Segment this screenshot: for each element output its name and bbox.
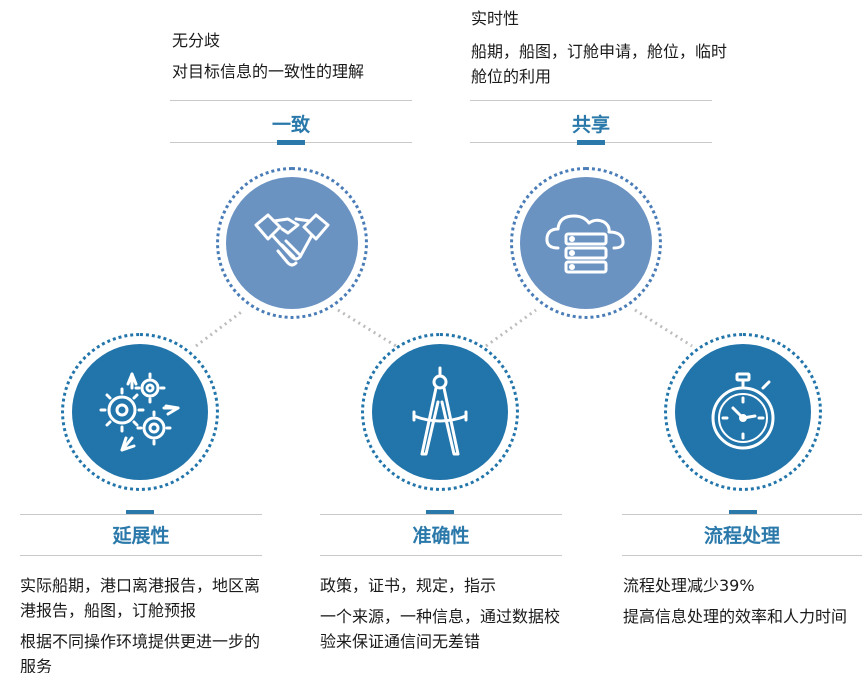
sharing-node-ring — [510, 167, 662, 319]
extensibility-node-ring — [61, 333, 219, 491]
accuracy-rule-bottom — [320, 555, 562, 556]
node-consistency-text: 无分歧 对目标信息的一致性的理解 — [172, 28, 432, 84]
accuracy-tick — [426, 510, 454, 515]
connector-accuracy-sharing — [485, 308, 537, 348]
process-rule-top — [622, 514, 862, 515]
accuracy-line-1: 政策，证书，规定，指示 — [320, 576, 497, 595]
sharing-title: 共享 — [571, 114, 610, 136]
consistency-line-1: 无分歧 — [172, 31, 221, 50]
extensibility-title: 延展性 — [112, 525, 170, 547]
accuracy-rule-top — [320, 514, 562, 515]
connector-consistency-accuracy — [337, 308, 397, 348]
consistency-tick — [277, 140, 305, 145]
consistency-rule-top — [170, 100, 412, 101]
connector-extensibility-consistency — [195, 308, 245, 348]
process-title: 流程处理 — [703, 525, 780, 547]
extensibility-rule-bottom — [20, 555, 262, 556]
sharing-line-2: 船期，船图，订舱申请，舱位，临时舱位的利用 — [471, 42, 728, 86]
extensibility-node — [72, 344, 208, 480]
accuracy-node-ring — [361, 333, 519, 491]
consistency-line-2: 对目标信息的一致性的理解 — [172, 62, 365, 81]
handshake-icon — [254, 213, 330, 267]
stopwatch-icon — [711, 372, 775, 450]
process-line-1: 流程处理减少39% — [623, 576, 755, 595]
accuracy-title: 准确性 — [412, 525, 470, 547]
sharing-tick — [577, 140, 605, 145]
gears-icon — [99, 372, 180, 452]
process-rule-bottom — [622, 555, 862, 556]
consistency-node-ring — [216, 167, 368, 319]
node-sharing-text: 实时性 船期，船图，订舱申请，舱位，临时舱位的利用 — [471, 6, 751, 89]
accuracy-line-2: 一个来源，一种信息，通过数据校验来保证通信间无差错 — [320, 607, 561, 651]
consistency-title: 一致 — [271, 114, 310, 136]
sharing-node — [520, 177, 652, 309]
process-node — [675, 344, 811, 480]
accuracy-node — [372, 344, 508, 480]
process-tick — [729, 510, 757, 515]
consistency-node — [226, 177, 358, 309]
node-process-text: 流程处理减少39% 提高信息处理的效率和人力时间 — [623, 573, 867, 629]
node-extensibility-text: 实际船期，港口离港报告，地区离港报告，船图，订舱预报 根据不同操作环境提供更进一… — [20, 573, 270, 673]
process-node-ring — [664, 333, 822, 491]
extensibility-line-2: 根据不同操作环境提供更进一步的服务 — [20, 632, 261, 673]
connector-sharing-process — [634, 308, 693, 348]
sharing-line-1: 实时性 — [471, 9, 520, 28]
compass-icon — [412, 366, 468, 456]
process-line-2: 提高信息处理的效率和人力时间 — [623, 607, 848, 626]
extensibility-rule-top — [20, 514, 262, 515]
node-accuracy-text: 政策，证书，规定，指示 一个来源，一种信息，通过数据校验来保证通信间无差错 — [320, 573, 570, 654]
extensibility-tick — [126, 510, 154, 515]
extensibility-line-1: 实际船期，港口离港报告，地区离港报告，船图，订舱预报 — [20, 576, 261, 620]
cloud-server-icon — [545, 214, 625, 274]
sharing-rule-top — [470, 100, 712, 101]
